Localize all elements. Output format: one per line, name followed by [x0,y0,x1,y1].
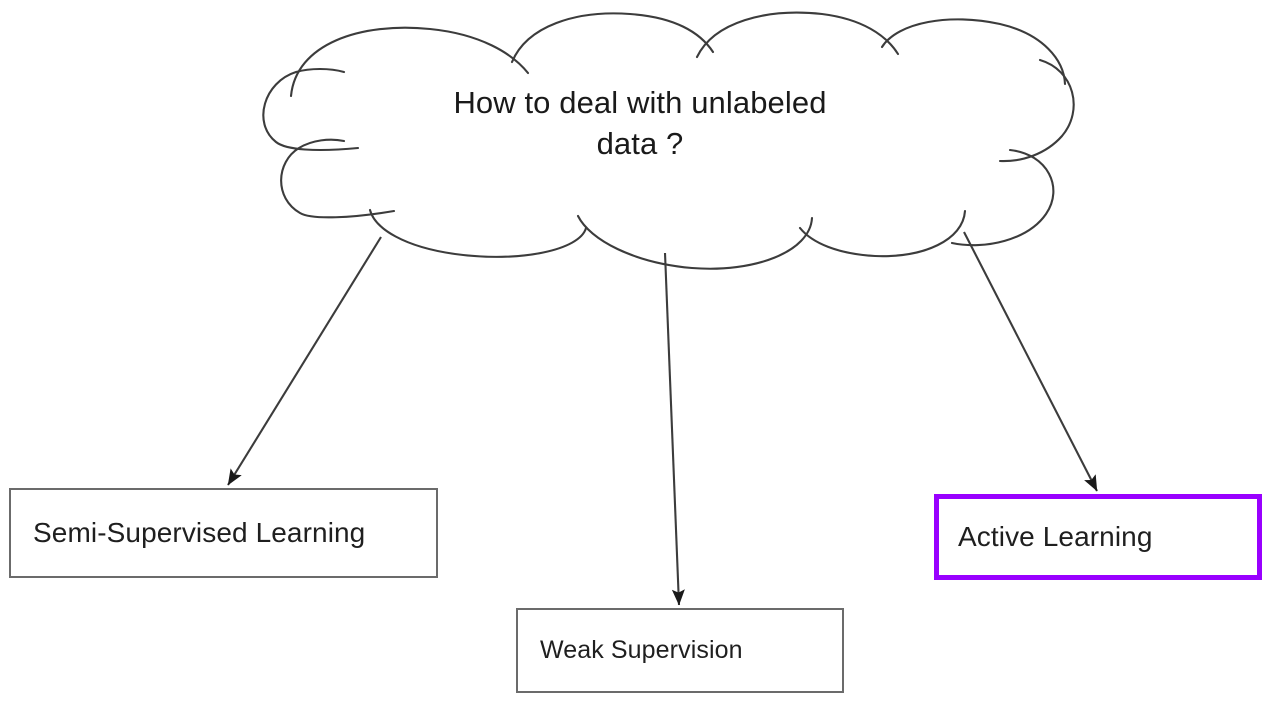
cloud-question-text: How to deal with unlabeled data ? [453,85,827,161]
node-active-learning[interactable]: Active Learning [934,494,1262,580]
cloud-arc-top-4 [880,18,1067,86]
node-semi-supervised-learning[interactable]: Semi-Supervised Learning [9,488,438,578]
node-label-weak-supervision: Weak Supervision [540,636,743,664]
cloud-arc-top-1 [289,26,530,98]
node-label-semi-supervised-learning: Semi-Supervised Learning [33,517,366,548]
cloud-arc-top-2 [510,12,715,64]
cloud-shape [262,11,1075,270]
edge-to-weak-supervision [663,252,685,606]
node-label-active-learning: Active Learning [958,521,1153,552]
cloud-arc-bottom-2 [576,214,814,270]
cloud-arc-left-1 [262,67,360,152]
edge-to-semi-supervised-learning [227,236,382,486]
edge-to-active-learning [963,231,1098,492]
cloud-arc-left-2 [280,138,396,219]
cloud-arc-right-1 [998,58,1075,163]
cloud-arc-right-2 [950,148,1055,247]
node-weak-supervision[interactable]: Weak Supervision [516,608,844,693]
cloud-arc-bottom-3 [798,209,967,258]
cloud-arc-bottom-1 [368,208,588,258]
cloud-arc-top-3 [695,11,900,59]
